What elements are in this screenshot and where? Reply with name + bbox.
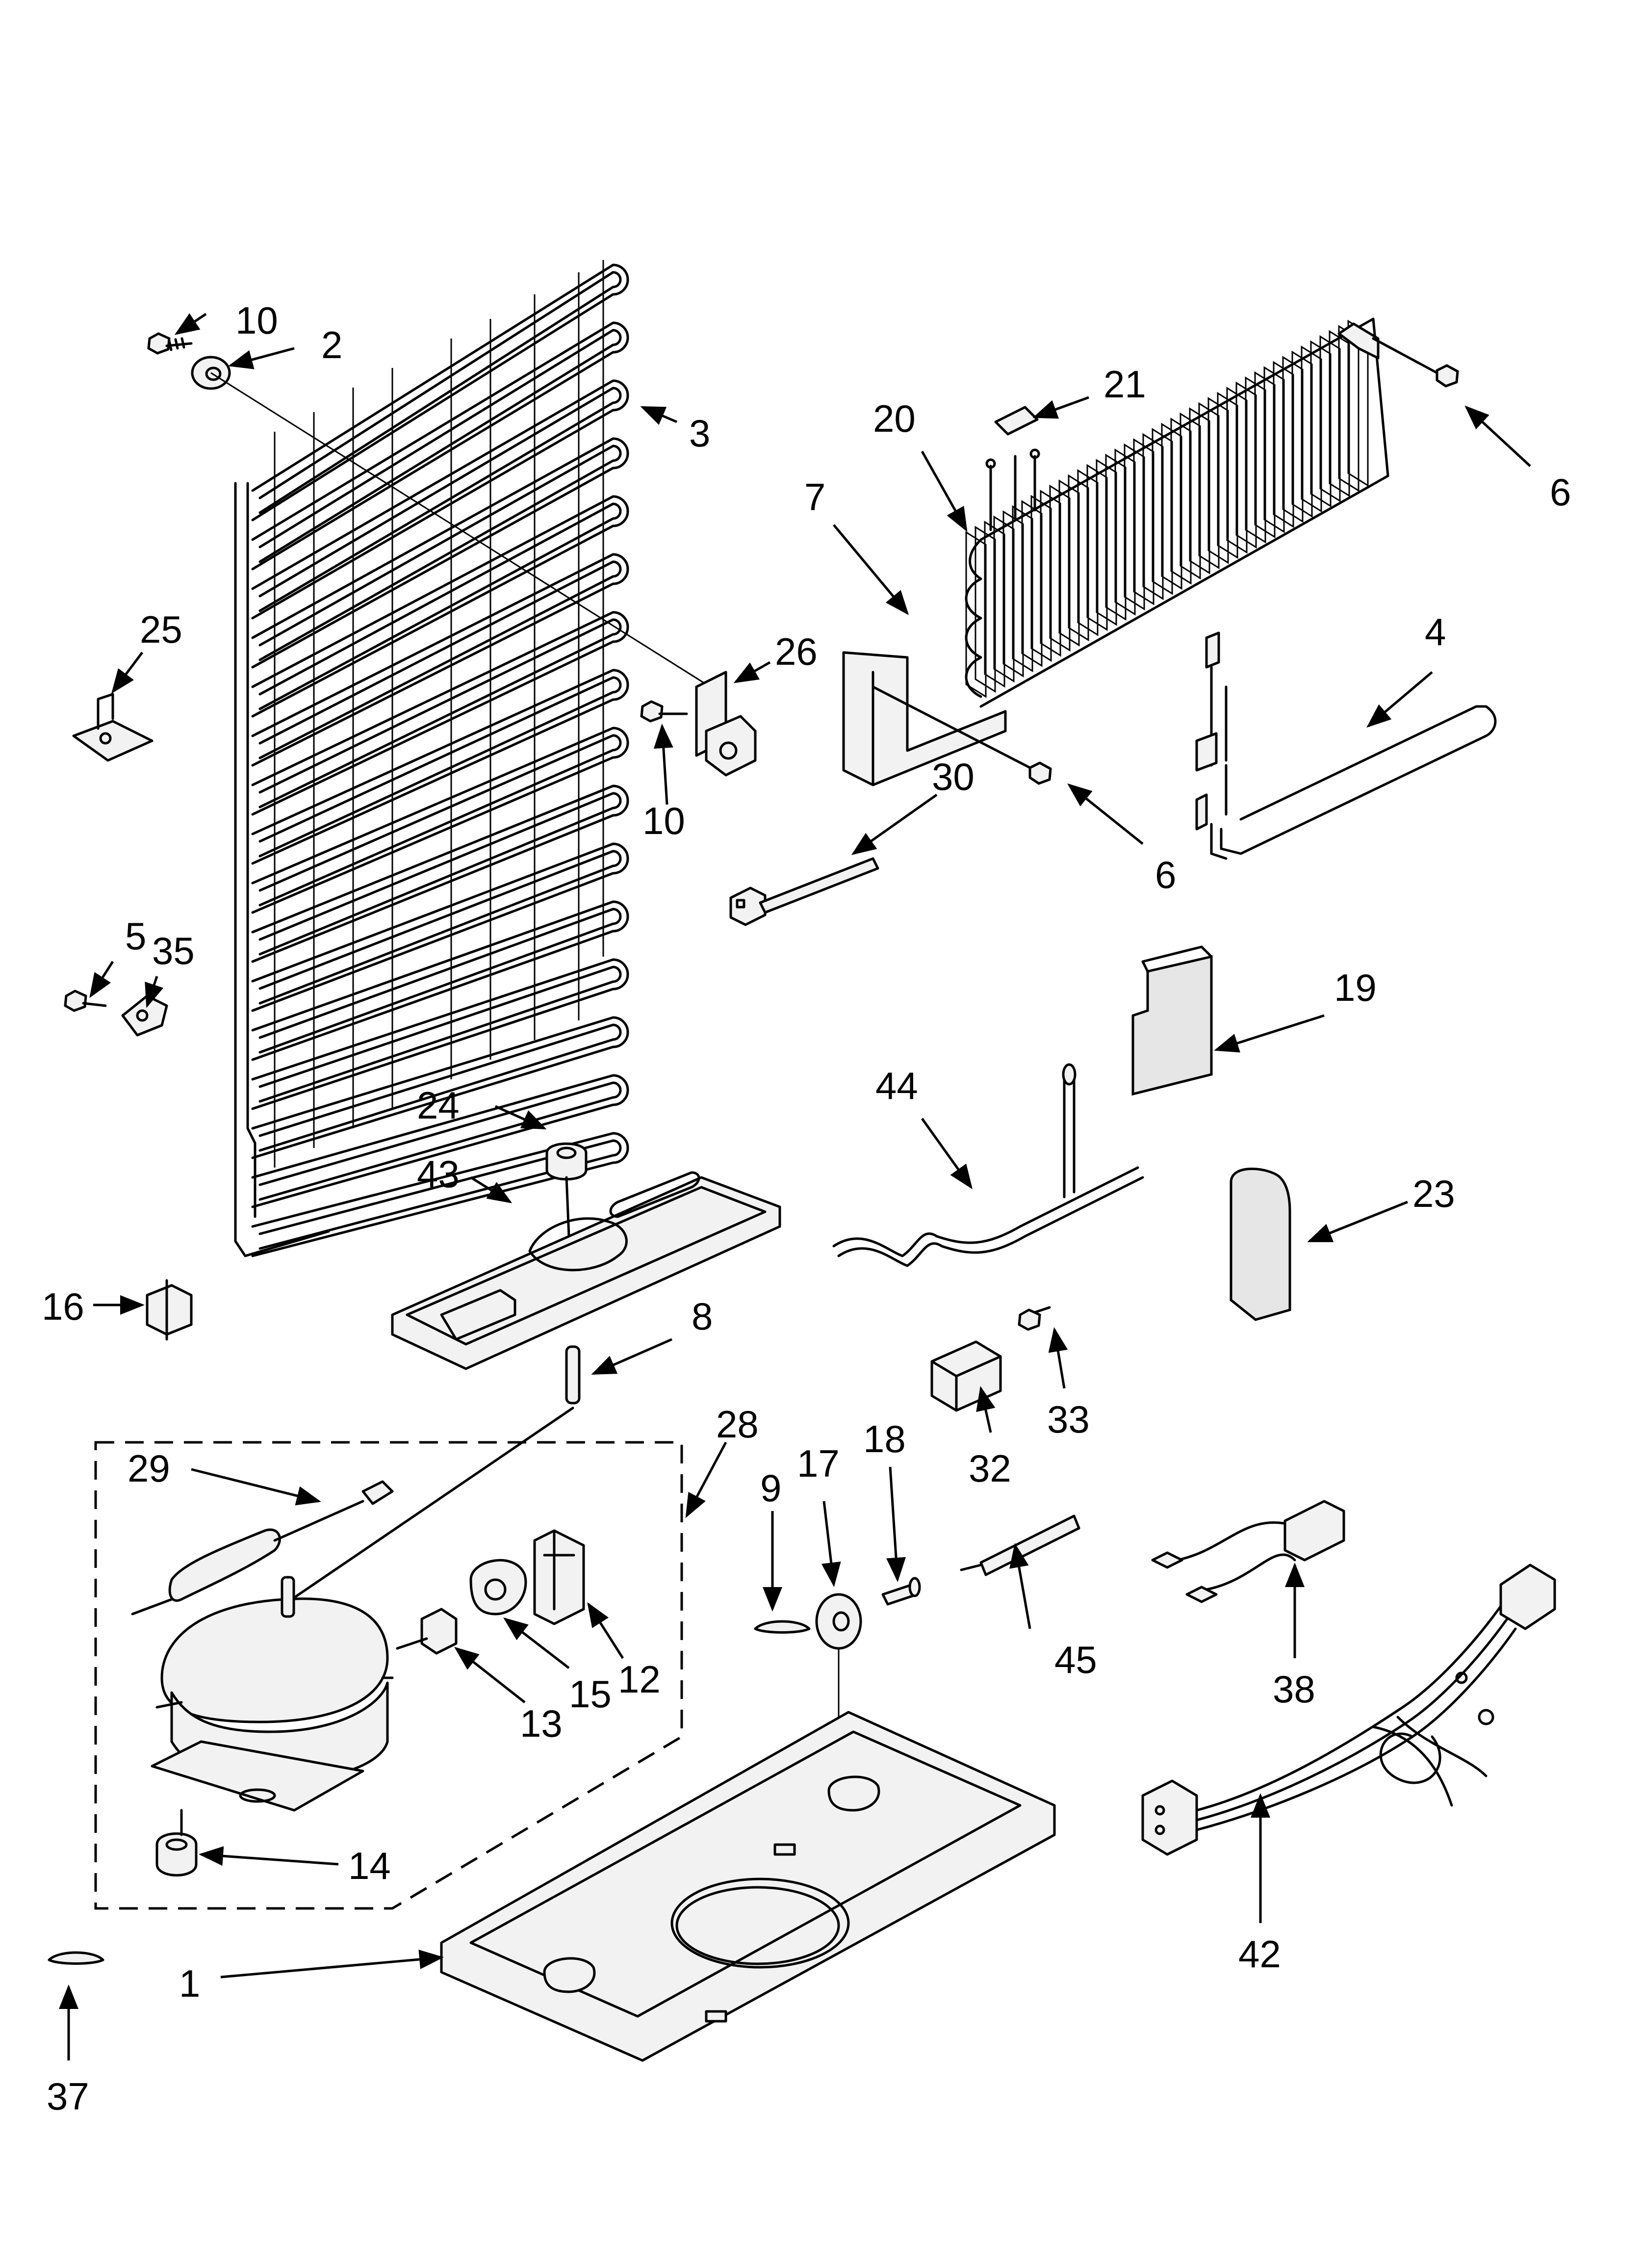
callout-18: 18 [863,1417,906,1460]
callout-12: 12 [618,1658,661,1701]
callout-25: 25 [140,608,182,651]
condenser-coil [234,260,629,1257]
callout-19: 19 [1334,966,1377,1009]
callout-20: 20 [873,397,916,440]
callout-44: 44 [875,1064,918,1107]
drier-29 [131,1480,394,1616]
wiring-harness-42 [1141,1564,1556,1856]
callout-2: 2 [321,323,342,366]
screw-10-bracket [640,700,688,723]
bracket-25 [72,693,154,762]
callout-6-top: 6 [1550,470,1571,514]
compressor [151,1576,394,1812]
grommet-14 [155,1809,198,1877]
callout-labels: 1 2 3 4 5 6 6 7 8 9 10 10 12 13 14 15 16… [42,299,1571,2118]
callout-24: 24 [417,1084,460,1127]
screw-6-top [1372,337,1459,388]
callout-4: 4 [1425,610,1446,653]
compressor-group-28 [94,1441,683,1910]
drain-tube-44 [832,1063,1144,1267]
clip-9 [754,1620,811,1634]
axle-18 [881,1577,921,1606]
callout-8: 8 [692,1295,713,1338]
tube-8 [283,1345,581,1606]
callout-15: 15 [569,1672,612,1716]
cable-tie-30 [729,857,879,926]
callout-10-top: 10 [235,299,278,342]
callout-21: 21 [1103,363,1146,406]
screw-5 [64,990,107,1012]
callout-30: 30 [932,755,975,798]
harness-38 [1151,1500,1345,1603]
callout-37: 37 [47,2075,89,2118]
callout-23: 23 [1412,1172,1455,1215]
bracket-26 [695,671,757,777]
callout-43: 43 [417,1152,460,1196]
foam-block-23 [1230,1168,1291,1321]
callout-6-bottom: 6 [1155,853,1176,896]
callout-32: 32 [969,1447,1011,1490]
callout-14: 14 [348,1844,391,1887]
callout-5: 5 [125,914,146,958]
tube-45 [960,1514,1080,1576]
screw-6-bottom [872,685,1052,785]
callout-1: 1 [179,1962,200,2005]
callout-33: 33 [1047,1398,1090,1441]
foam-block-19 [1131,945,1213,1096]
base-pan-1 [440,1711,1056,2062]
callout-38: 38 [1273,1668,1315,1711]
callout-45: 45 [1054,1638,1097,1681]
callout-28: 28 [716,1403,759,1446]
screw-10-top [147,332,193,355]
callout-9: 9 [760,1466,781,1510]
callout-13: 13 [520,1702,563,1745]
callout-17: 17 [797,1442,840,1485]
callout-3: 3 [689,412,710,455]
callout-35: 35 [152,929,195,972]
defrost-heater-4 [1195,631,1497,860]
relay-12 [533,1529,585,1625]
callout-29: 29 [128,1447,170,1490]
callout-10-bracket: 10 [642,799,685,842]
screw-33 [1018,1306,1051,1331]
drain-pan-43 [391,1171,781,1370]
connector-32 [930,1340,1002,1412]
clip-16 [146,1279,193,1341]
clip-37 [48,1951,104,1965]
spacer-2 [191,356,726,698]
callout-26: 26 [775,630,818,673]
callout-16: 16 [42,1285,84,1328]
leader-lines [59,313,1531,2060]
clip-21 [994,406,1039,436]
callout-7: 7 [804,475,825,519]
clip-13 [396,1608,458,1655]
grommet-24 [545,1142,588,1238]
overload-15 [469,1559,527,1616]
callout-42: 42 [1238,1932,1281,1976]
clip-35 [121,994,168,1037]
evaporator [842,317,1389,786]
